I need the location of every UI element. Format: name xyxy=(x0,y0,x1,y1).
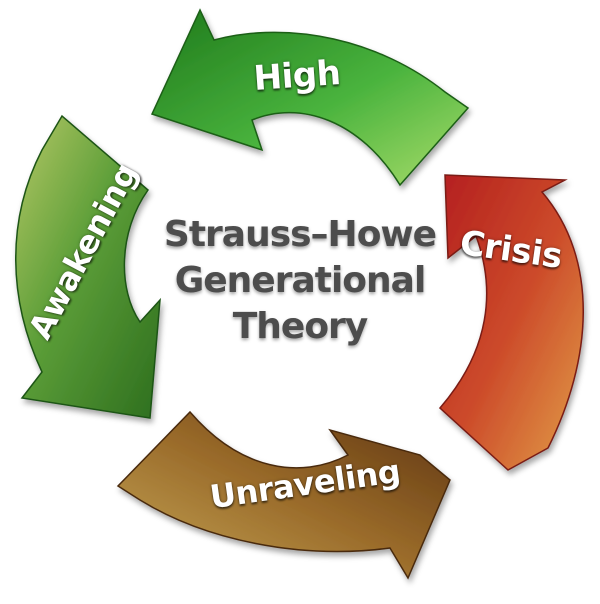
unraveling-arrow xyxy=(116,410,451,580)
title-line-2: Generational xyxy=(174,260,427,301)
title-line-1: Strauss–Howe xyxy=(163,214,437,255)
diagram-title: Strauss–Howe Generational Theory xyxy=(140,212,460,350)
title-line-3: Theory xyxy=(232,306,369,347)
high-arrow xyxy=(150,8,470,187)
awakening-arrow xyxy=(15,114,161,419)
crisis-arrow xyxy=(438,174,584,471)
